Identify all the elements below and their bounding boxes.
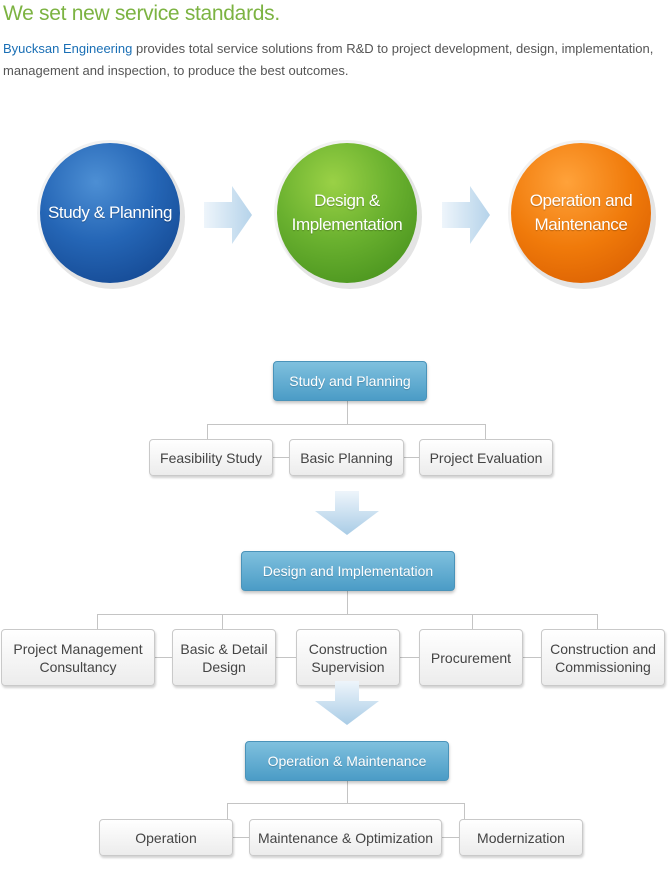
right-arrow-icon [204, 186, 252, 244]
node-label-line1: Construction and [550, 640, 656, 657]
node-label: Project Evaluation [429, 449, 543, 466]
design-implementation-header: Design and Implementation [241, 551, 455, 591]
intro-text: provides total service solutions from R&… [3, 41, 654, 78]
intro-paragraph: Byucksan Engineering provides total serv… [3, 38, 663, 82]
feasibility-study-node: Feasibility Study [149, 439, 273, 476]
node-label-line2: Commissioning [555, 658, 651, 675]
down-arrow-icon [315, 681, 379, 725]
node-label-line1: Basic & Detail [180, 640, 268, 657]
node-label-line2: Supervision [311, 658, 385, 675]
procurement-node: Procurement [419, 629, 523, 686]
right-arrow-icon [442, 186, 490, 244]
stage-label-line1: Operation and [529, 191, 633, 210]
maintenance-optimization-node: Maintenance & Optimization [249, 819, 442, 856]
stage-operation-maintenance-circle: Operation and Maintenance [511, 143, 651, 283]
node-label: Modernization [477, 829, 565, 846]
operation-node: Operation [99, 819, 233, 856]
basic-planning-node: Basic Planning [289, 439, 404, 476]
node-label: Basic Planning [300, 449, 393, 466]
company-name: Byucksan Engineering [3, 41, 133, 56]
node-label-line1: Project Management [13, 640, 143, 657]
node-label-line1: Procurement [430, 649, 512, 666]
stage-study-planning-circle: Study & Planning [40, 143, 180, 283]
node-label-line1: Construction [308, 640, 388, 657]
stage-label-line2: Maintenance [534, 215, 628, 234]
stage-label-line2: Implementation [291, 215, 403, 234]
operation-maintenance-header: Operation & Maintenance [245, 741, 449, 781]
page-title: We set new service standards. [3, 2, 280, 25]
stage-design-implementation-circle: Design & Implementation [277, 143, 417, 283]
node-label: Maintenance & Optimization [257, 829, 434, 846]
project-evaluation-node: Project Evaluation [419, 439, 553, 476]
node-label-line2: Consultancy [39, 658, 117, 675]
stage-label-line1: Design & [314, 191, 380, 210]
node-label: Feasibility Study [160, 449, 262, 466]
node-label-line2: Design [202, 658, 246, 675]
stage-label-line1: Study & Planning [47, 203, 173, 222]
node-label: Operation [135, 829, 197, 846]
modernization-node: Modernization [459, 819, 583, 856]
study-planning-header: Study and Planning [273, 361, 427, 401]
down-arrow-icon [315, 491, 379, 535]
